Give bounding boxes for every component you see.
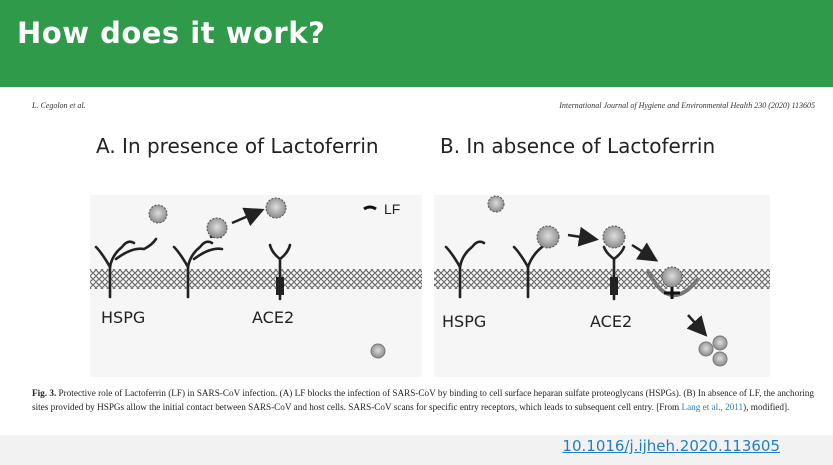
virus-particle [536, 225, 560, 249]
lf-label: LF [384, 201, 400, 217]
virus-particle [712, 335, 728, 351]
ace2-label: ACE2 [252, 308, 294, 327]
slide-footer: 10.1016/j.ijheh.2020.113605 [0, 435, 833, 465]
figure-caption: Fig. 3. Protective role of Lactoferrin (… [32, 386, 822, 414]
slide-title: How does it work? [17, 16, 326, 50]
panel-a: LF HSPG ACE2 [90, 195, 422, 377]
virus-particle [370, 343, 386, 359]
caption-text: Protective role of Lactoferrin (LF) in S… [32, 388, 814, 412]
reference-link[interactable]: Lang et al., 2011 [681, 402, 744, 412]
doi-link[interactable]: 10.1016/j.ijheh.2020.113605 [562, 437, 780, 455]
slide-header: How does it work? [0, 0, 833, 87]
ace2-receptor [268, 243, 292, 301]
virus-particle [712, 351, 728, 367]
virus-particle [602, 225, 626, 249]
journal-citation: International Journal of Hygiene and Env… [559, 101, 815, 110]
virus-particle [698, 341, 714, 357]
ace2-label: ACE2 [590, 312, 632, 331]
article-authors: L. Cegolon et al. [32, 101, 86, 110]
virus-particle [487, 195, 505, 213]
lactoferrin-free [363, 205, 377, 211]
virus-particle [265, 197, 287, 219]
hspg-receptor [94, 237, 158, 299]
virus-particle [148, 204, 168, 224]
ace2-receptor [602, 245, 626, 301]
hspg-label: HSPG [101, 308, 145, 327]
figure-illustration: LF HSPG ACE2 [90, 195, 770, 377]
figure-label: Fig. 3. [32, 388, 57, 398]
article-page: L. Cegolon et al. International Journal … [0, 87, 833, 435]
hspg-receptor [512, 245, 544, 299]
hspg-receptor [172, 240, 224, 299]
virus-particle [206, 217, 228, 239]
hspg-label: HSPG [442, 312, 486, 331]
virus-particle [661, 266, 683, 288]
panel-a-title: A. In presence of Lactoferrin [96, 134, 379, 158]
panel-b: HSPG ACE2 [434, 195, 770, 377]
panel-b-title: B. In absence of Lactoferrin [440, 134, 716, 158]
caption-text-end: ), modified]. [743, 402, 790, 412]
hspg-receptor [444, 240, 486, 299]
